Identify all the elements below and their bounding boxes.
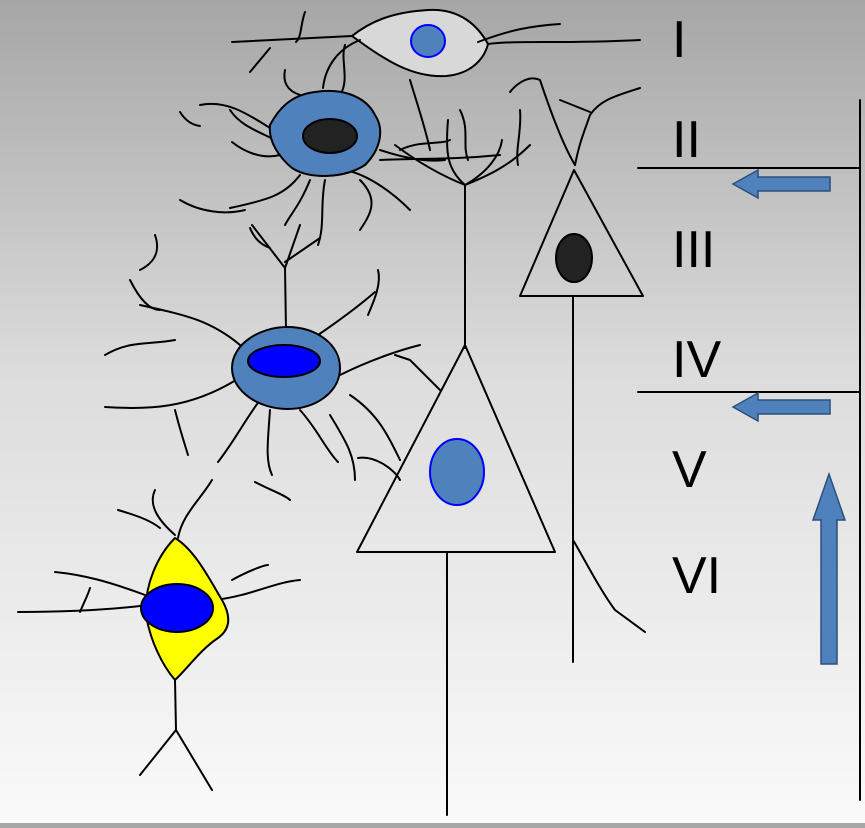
large-pyramidal-body [356, 344, 556, 553]
up-arrow [811, 471, 847, 665]
large-pyramidal-nucleus [429, 438, 485, 506]
horizontal-cell [231, 8, 641, 161]
layer-label-vi: VI [672, 547, 722, 605]
upper-stellate-cell [179, 44, 501, 249]
layer-label-i: I [672, 11, 687, 69]
layer-label-ii: II [672, 111, 701, 169]
yellow-stellate-cell [17, 479, 301, 791]
yellow-stellate-nucleus [140, 583, 214, 633]
left-arrow-lower [731, 391, 831, 423]
middle-stellate-nucleus [247, 344, 321, 378]
upper-stellate-nucleus [302, 118, 358, 154]
middle-stellate-cell [104, 224, 421, 501]
arrows [731, 168, 847, 665]
small-pyramidal-body [519, 169, 644, 297]
large-pyramidal-cell [356, 119, 556, 816]
layer-label-iii: III [672, 221, 716, 279]
left-arrow-upper [731, 168, 831, 200]
small-pyramidal-nucleus [555, 233, 593, 283]
layer-label-iv: IV [672, 331, 722, 389]
layer-label-v: V [672, 441, 707, 499]
horizontal-cell-nucleus [410, 24, 446, 58]
small-pyramidal-cell [509, 77, 646, 663]
